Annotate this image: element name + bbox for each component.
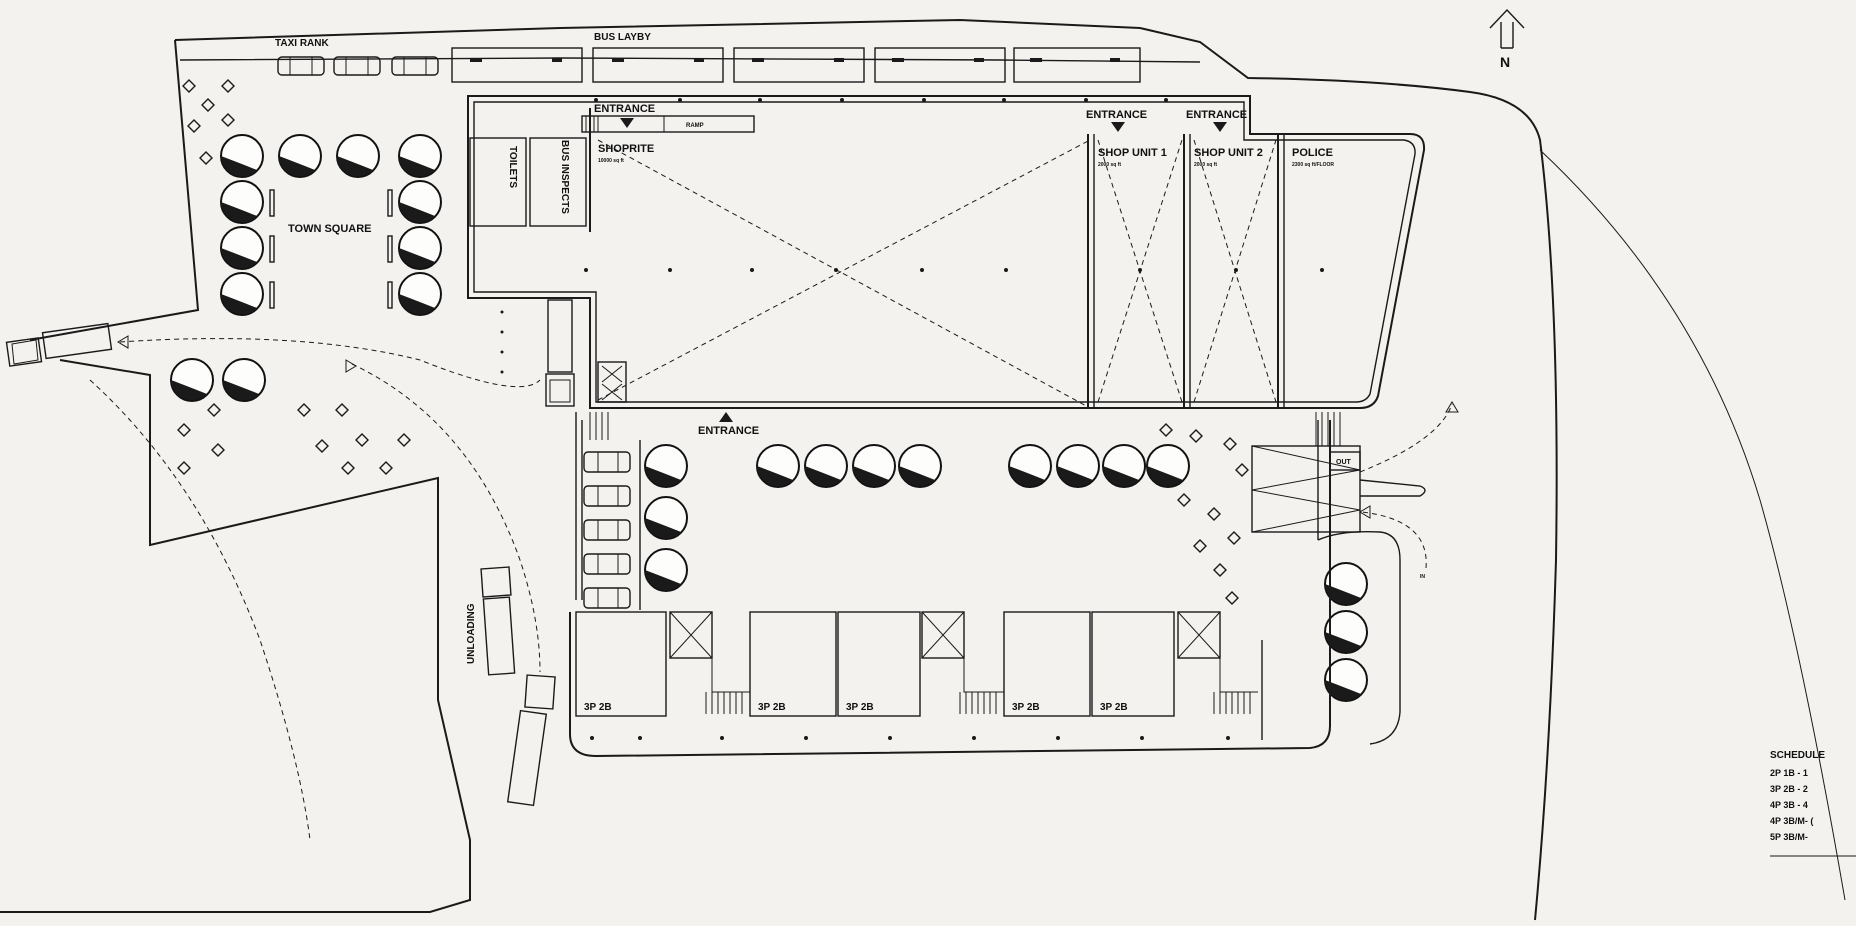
housing-label-1: 3P 2B <box>584 702 612 713</box>
entrance-marker-shop2 <box>1213 122 1227 132</box>
boundary-west-lower <box>0 359 471 913</box>
delivery-route <box>119 338 541 388</box>
retail-building <box>467 95 1426 409</box>
plaza-trees <box>644 444 1368 702</box>
site-boundary-dashed <box>1539 149 1846 901</box>
delivery-truck-dock <box>545 299 575 407</box>
north-arrow-icon <box>1489 8 1525 49</box>
housing-block <box>569 420 1401 758</box>
schedule-table: SCHEDULE 2P 1B - 1 3P 2B - 2 4P 3B - 4 4… <box>1770 750 1856 857</box>
delivery-truck-exit <box>506 674 556 807</box>
schedule-row-3: 4P 3B - 4 <box>1770 800 1808 810</box>
shrubs <box>177 79 1249 605</box>
bus-layby-label: BUS LAYBY <box>594 32 651 43</box>
traffic-flow-out <box>1359 403 1453 473</box>
toilets-label: TOILETS <box>507 146 518 188</box>
schedule-row-2: 3P 2B - 2 <box>1770 784 1808 794</box>
schedule-row-1: 2P 1B - 1 <box>1770 768 1808 778</box>
ramp-label: RAMP <box>686 123 704 129</box>
delivery-truck-west <box>5 322 113 367</box>
town-square-label: TOWN SQUARE <box>288 223 372 235</box>
traffic-arrow-out-icon <box>1445 401 1459 413</box>
traffic-flow-in <box>1361 511 1427 569</box>
in-label: IN <box>1420 574 1425 580</box>
delivery-truck-unloading <box>480 566 516 676</box>
police-area: 2300 sq ft/FLOOR <box>1292 162 1334 168</box>
delivery-route-west <box>89 379 311 841</box>
bus-inspectors-label: BUS INSPECTS <box>559 140 570 214</box>
column-grid <box>500 98 1324 374</box>
unloading-label: UNLOADING <box>466 603 477 664</box>
bus-layby <box>451 47 1141 83</box>
entrance-marker-shop1 <box>1111 122 1125 132</box>
shop1-name: SHOP UNIT 1 <box>1098 147 1167 159</box>
schedule-title: SCHEDULE <box>1770 750 1825 761</box>
shop2-name: SHOP UNIT 2 <box>1194 147 1263 159</box>
entrance-shop1-label: ENTRANCE <box>1086 109 1147 121</box>
entrance-marker-bottom <box>719 412 733 422</box>
schedule-row-5: 5P 3B/M- <box>1770 832 1808 842</box>
benches <box>269 189 393 309</box>
delivery-route-arrow-icon <box>117 335 129 349</box>
delivery-route-south <box>351 363 541 673</box>
town-square-trees <box>170 134 442 402</box>
taxi-rank <box>277 56 439 76</box>
schedule-row-4: 4P 3B/M- ( <box>1770 816 1813 826</box>
police-name: POLICE <box>1292 147 1333 159</box>
housing-label-4: 3P 2B <box>1012 702 1040 713</box>
housing-label-3: 3P 2B <box>846 702 874 713</box>
shop2-area: 2000 sq ft <box>1194 162 1217 168</box>
road-edge-inner <box>179 57 1201 63</box>
site-boundary <box>174 18 1558 921</box>
delivery-route-arrow2-icon <box>345 359 357 373</box>
boundary-west <box>29 39 200 341</box>
north-label: N <box>1500 54 1510 70</box>
entrance-marker-top <box>620 118 634 128</box>
shop1-area: 2000 sq ft <box>1098 162 1121 168</box>
housing-label-2: 3P 2B <box>758 702 786 713</box>
parking-gate <box>1251 412 1426 533</box>
shoprite-area: 10000 sq ft <box>598 158 624 164</box>
car-bays <box>575 412 641 610</box>
entrance-bottom-label: ENTRANCE <box>698 425 759 437</box>
shoprite-name: SHOPRITE <box>598 143 654 155</box>
entrance-top-label: ENTRANCE <box>594 103 655 115</box>
out-label: OUT <box>1336 459 1352 466</box>
housing-label-5: 3P 2B <box>1100 702 1128 713</box>
taxi-rank-label: TAXI RANK <box>275 38 329 49</box>
entrance-shop2-label: ENTRANCE <box>1186 109 1247 121</box>
traffic-arrow-in-icon <box>1359 505 1371 519</box>
